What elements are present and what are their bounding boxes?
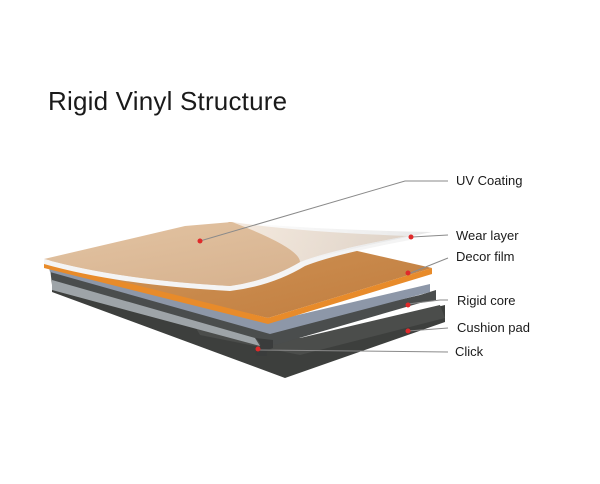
label-rigid-core: Rigid core <box>457 293 516 308</box>
leader-uv-coating <box>199 180 448 242</box>
marker-cushion-pad <box>405 328 411 334</box>
leader-decor-film <box>407 257 449 275</box>
label-decor-film: Decor film <box>456 249 515 264</box>
rigid-core-lower-edge <box>52 280 260 346</box>
marker-uv-coating <box>197 238 203 244</box>
marker-rigid-core <box>405 302 411 308</box>
wear-layer-film <box>232 222 432 262</box>
plank-white-edge <box>44 236 410 291</box>
label-wear-layer: Wear layer <box>456 228 519 243</box>
rigid-core-layer <box>50 268 436 345</box>
leader-cushion-pad <box>407 327 449 332</box>
leader-click <box>257 349 449 353</box>
page-title: Rigid Vinyl Structure <box>48 86 288 116</box>
label-uv-coating: UV Coating <box>456 173 523 188</box>
marker-click <box>255 346 261 352</box>
leader-wear-layer <box>411 234 449 238</box>
decor-film-edge <box>44 262 432 324</box>
label-cushion-pad: Cushion pad <box>457 320 530 335</box>
marker-wear-layer <box>408 234 414 240</box>
marker-decor-film <box>405 270 411 276</box>
click-profile <box>255 338 273 356</box>
rigid-core-edge <box>48 264 430 334</box>
label-click: Click <box>455 344 484 359</box>
leader-rigid-core <box>407 299 448 305</box>
